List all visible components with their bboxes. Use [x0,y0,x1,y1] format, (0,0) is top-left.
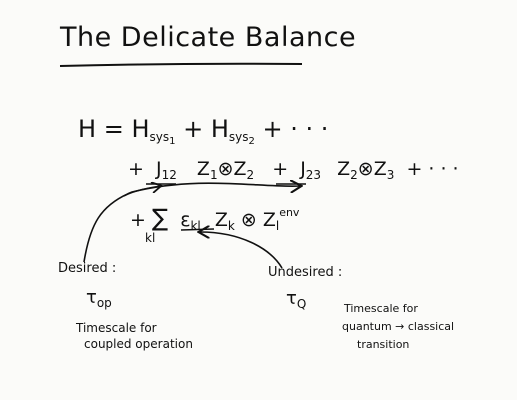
undesired-note-line-3: transition [357,338,410,351]
undesired-note-line-1: Timescale for [344,302,418,315]
title-underline [59,62,303,67]
epsilon-kl: εkl [180,209,201,233]
h-sys2-subscript: sys2 [228,130,255,147]
plus-sign: + [183,115,204,143]
z2-operator: Z2 [337,158,358,182]
h-sys2-symbol: H [210,115,229,143]
tensor-product-symbol: ⊗ [240,209,257,231]
page-title: The Delicate Balance [60,22,357,53]
hamiltonian-symbol: H [78,115,97,143]
h-sys1-subscript: sys1 [149,130,176,147]
epsilon-underline [180,228,215,231]
tensor-product-symbol: ⊗ [357,158,374,180]
undesired-note-line-2: quantum → classical [342,320,455,333]
tau-op: τop [86,287,112,310]
equals-sign: = [103,115,124,143]
coupling-j12: J12 [155,158,177,182]
hamiltonian-line-2: + J12 Z1⊗Z2 + J23 Z2⊗Z3 + · · · [128,158,459,182]
h-sys1-symbol: H [131,115,150,143]
desired-note-line-1: Timescale for [76,321,157,335]
z3-operator: Z3 [373,158,395,182]
desired-note-line-2: coupled operation [84,337,193,351]
plus-sign: + [128,158,144,180]
undesired-label: Undesired : [268,265,343,280]
tau-q: τQ [286,288,307,311]
z2-operator: Z2 [233,158,255,182]
coupling-j23: J23 [300,158,322,182]
summation-index: kl [145,231,156,245]
zl-env-operator: Zlenv [262,206,300,233]
hamiltonian-line-3: + ∑ εkl Zk ⊗ Zlenv [130,206,299,232]
plus-sign: + [130,209,146,231]
ellipsis-term: + · · · [406,158,459,180]
plus-sign: + [272,158,289,180]
desired-label: Desired : [58,261,117,276]
desired-arrow-stem [83,183,300,263]
desired-arrow-branch [123,186,160,197]
tensor-product-symbol: ⊗ [217,158,234,180]
z1-operator: Z1 [196,158,218,182]
zk-operator: Zk [214,209,235,233]
hamiltonian-line-1: H = Hsys1 + Hsys2 + · · · [78,117,328,147]
summation-symbol: ∑ [151,204,169,232]
undesired-arrow [200,232,283,269]
ellipsis-term: + · · · [262,115,329,143]
